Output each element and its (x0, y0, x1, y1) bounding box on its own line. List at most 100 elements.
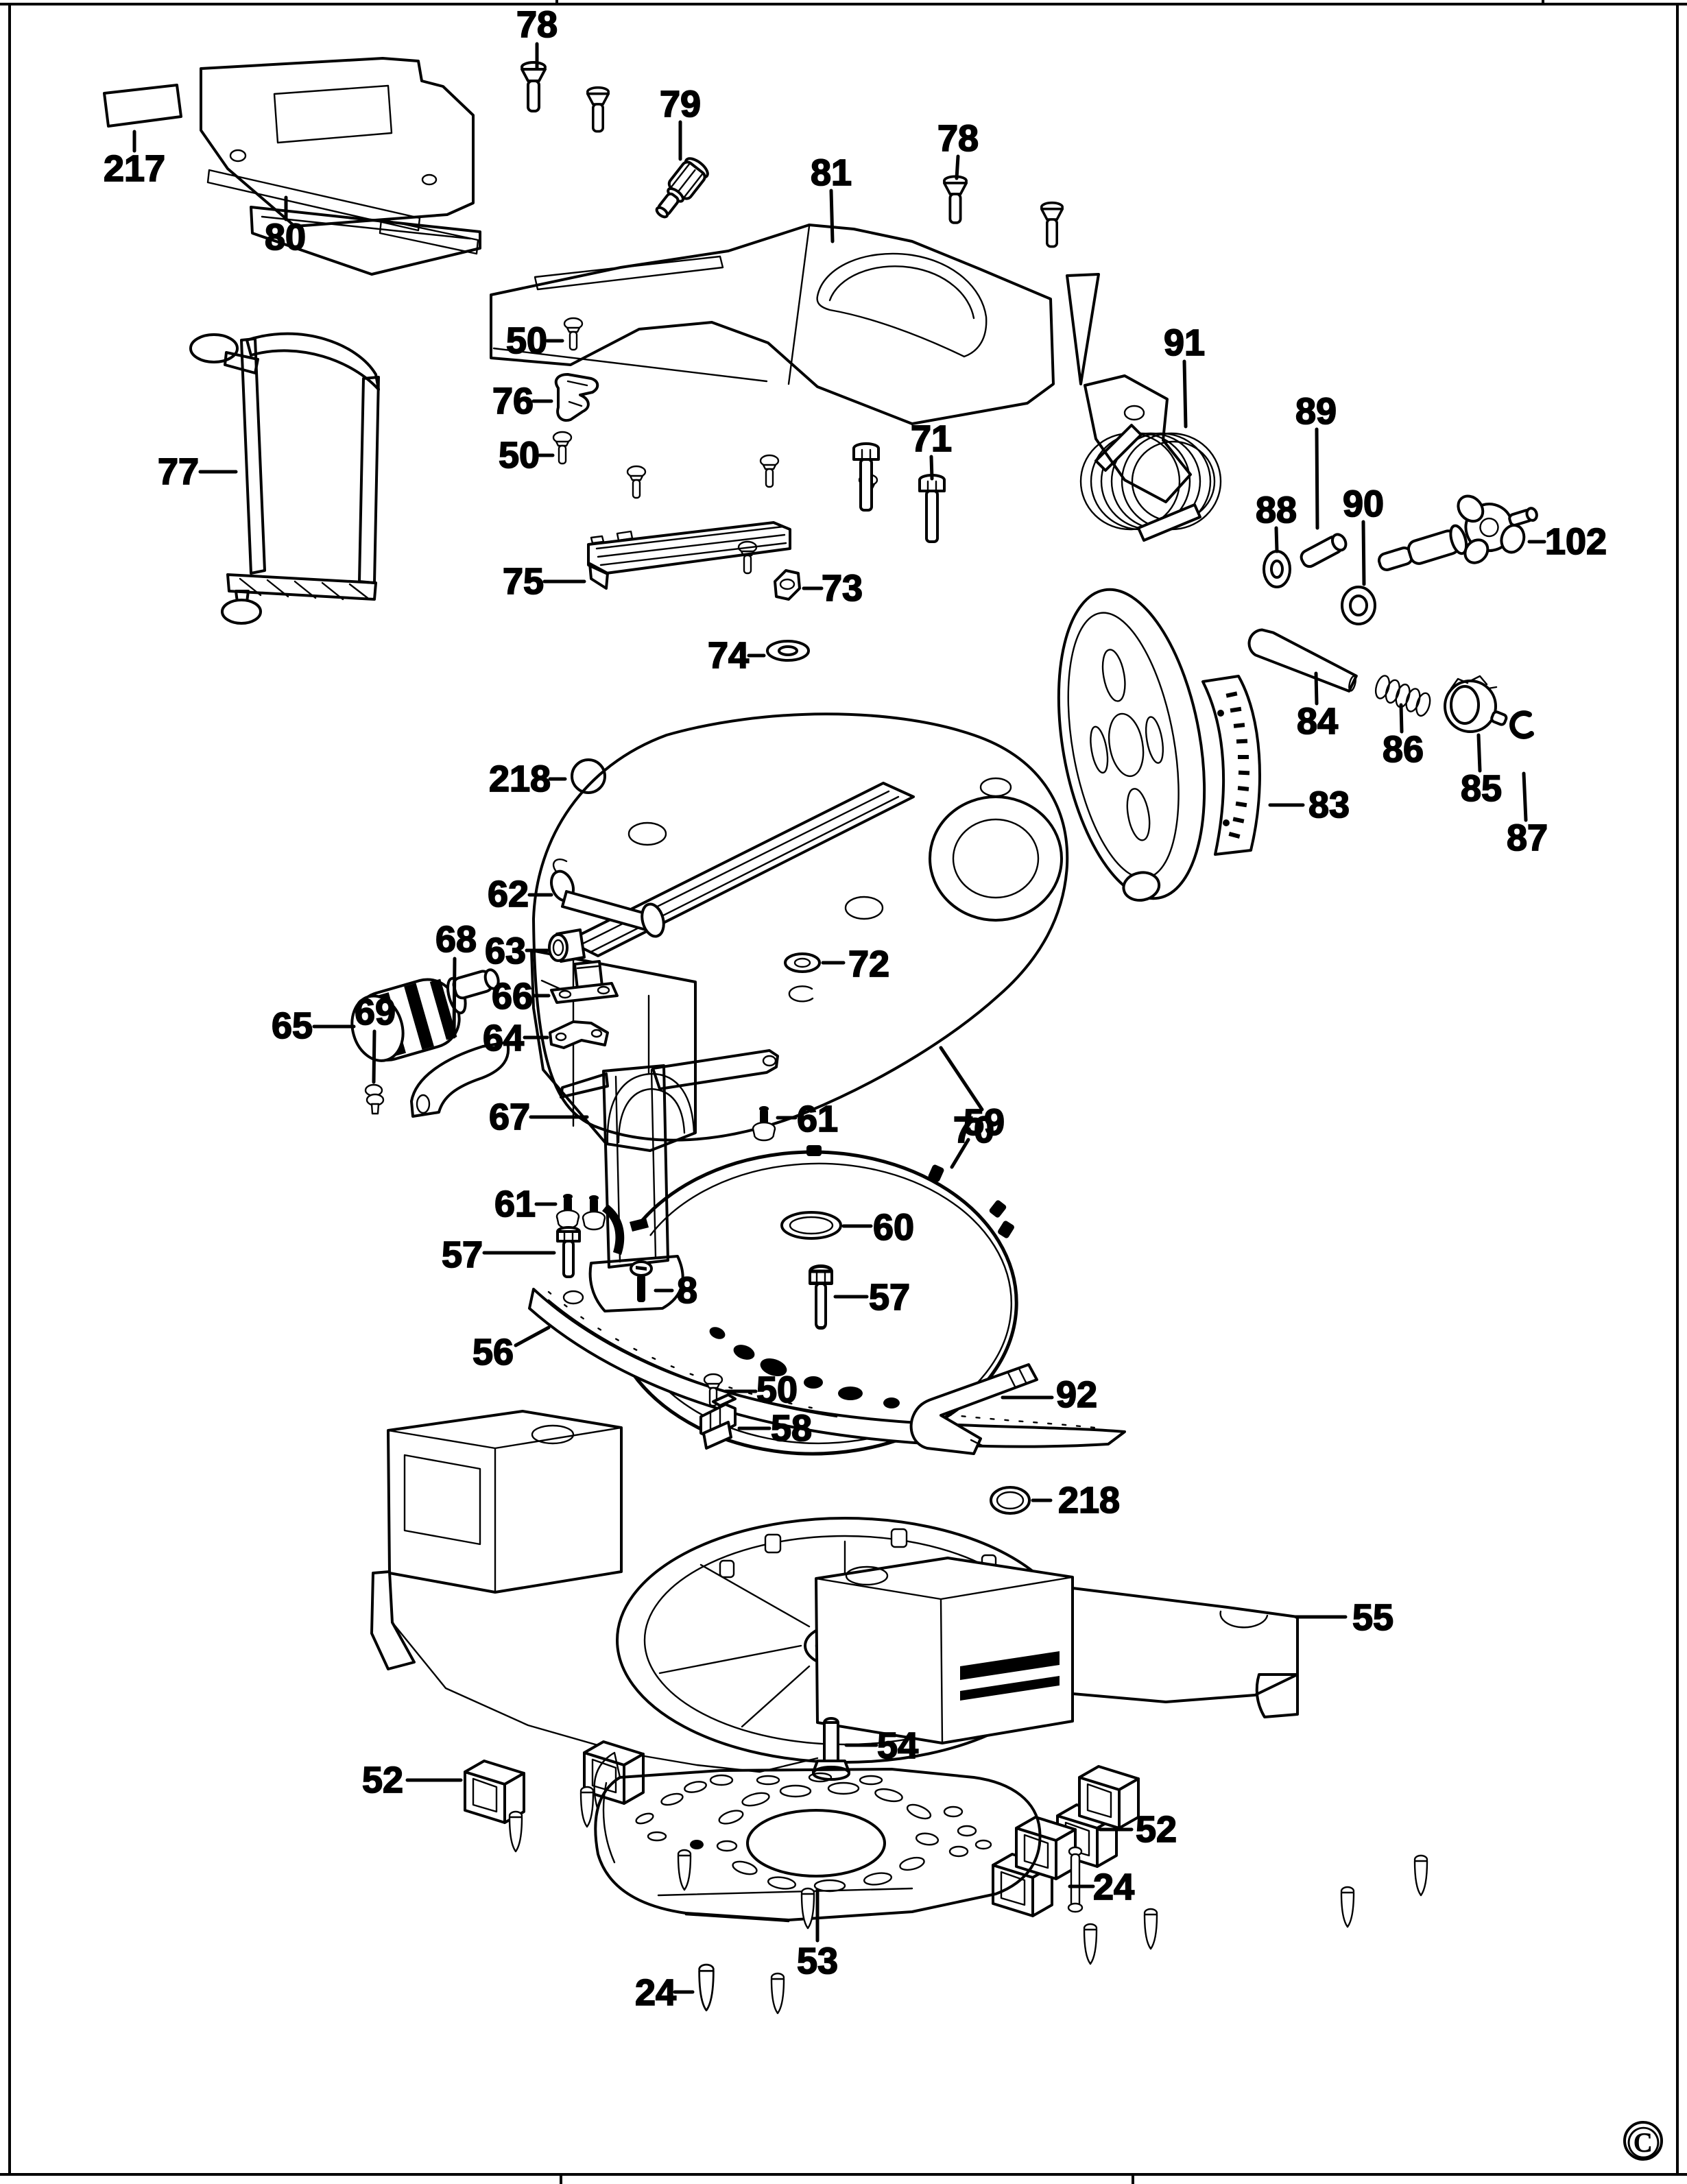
copyright-circle (1623, 2121, 1663, 2161)
part-label-64: 64 (483, 1018, 524, 1059)
part-83-dial-and-scale (1057, 588, 1261, 902)
part-label-66: 66 (492, 976, 533, 1017)
part-label-60: 60 (873, 1207, 914, 1248)
part-label-62: 62 (488, 874, 529, 915)
part-70-turntable (530, 712, 1069, 1152)
part-65-knob (350, 968, 500, 1062)
part-label-54: 54 (877, 1725, 918, 1766)
part-92-hex-key (909, 1363, 1038, 1455)
part-label-86: 86 (1383, 729, 1424, 770)
part-90-washer (1341, 586, 1376, 625)
part-label-218-b: 218 (1058, 1480, 1120, 1521)
part-88-washer (1263, 550, 1291, 588)
part-91-spring (1079, 424, 1222, 542)
leader-line-90 (1361, 520, 1366, 586)
part-217-sticker (103, 84, 182, 128)
part-85-knob-screw (1444, 675, 1508, 733)
part-label-85: 85 (1461, 768, 1502, 809)
part-78-screws-left (521, 61, 610, 133)
copyright-mark: © (1626, 2116, 1661, 2168)
part-label-102: 102 (1545, 521, 1607, 562)
leader-line-85 (1476, 733, 1482, 773)
part-218-oring-a (571, 758, 606, 794)
part-64-link-plate (549, 1020, 609, 1049)
part-label-74: 74 (708, 635, 749, 676)
part-label-71: 71 (911, 418, 952, 459)
part-69-screw (364, 1083, 385, 1115)
part-label-56: 56 (472, 1332, 514, 1373)
part-label-73: 73 (822, 568, 863, 609)
part-label-84: 84 (1297, 701, 1338, 742)
part-79-adjuster (655, 157, 709, 219)
part-102-knob-shaft (1377, 494, 1538, 571)
part-label-61-b: 61 (494, 1184, 536, 1225)
part-66-bracket (550, 960, 619, 1004)
part-73-nut (774, 569, 801, 601)
part-label-50-a: 50 (506, 320, 547, 361)
part-81-fence (250, 206, 1055, 425)
part-87-retaining-clip (1509, 710, 1534, 739)
part-67-lock-lever (560, 1049, 779, 1312)
part-label-78-b: 78 (937, 118, 979, 159)
leader-line-87 (1522, 771, 1528, 822)
part-56-scale-plate (528, 1288, 1126, 1448)
part-label-218-a: 218 (489, 758, 551, 800)
part-label-55: 55 (1352, 1597, 1393, 1638)
part-label-52-a: 52 (362, 1760, 403, 1801)
part-label-217: 217 (104, 148, 165, 189)
part-label-70: 70 (953, 1109, 994, 1151)
part-label-89: 89 (1295, 391, 1337, 432)
part-60-oval-ring (780, 1211, 842, 1240)
part-label-87: 87 (1507, 817, 1548, 859)
part-label-83: 83 (1308, 784, 1350, 826)
part-label-75: 75 (503, 561, 544, 602)
part-77-clamp (189, 332, 380, 625)
part-label-52-b: 52 (1136, 1809, 1177, 1850)
leader-line-91 (1182, 359, 1188, 429)
part-label-50-b: 50 (499, 435, 540, 476)
part-84-pin (1247, 628, 1358, 693)
part-83-lock-lever-bracket (1066, 273, 1192, 503)
leader-line-71 (929, 455, 934, 481)
part-label-76: 76 (492, 381, 534, 422)
part-8-screw (630, 1260, 653, 1302)
part-89-pin (1300, 533, 1348, 568)
part-label-72: 72 (848, 944, 889, 985)
part-62-link-rod (550, 858, 665, 938)
part-24-clip-and-screw-right (992, 1816, 1084, 1917)
part-label-24-a: 24 (1093, 1867, 1134, 1908)
part-label-53: 53 (797, 1941, 838, 1982)
leader-line-78-b (955, 154, 960, 180)
part-72-washers (784, 952, 821, 1003)
part-label-8: 8 (677, 1270, 697, 1311)
part-label-77: 77 (158, 451, 199, 492)
leader-line-59 (950, 1138, 970, 1169)
part-label-24-b: 24 (635, 1972, 676, 2013)
part-label-58: 58 (771, 1408, 812, 1449)
part-label-61-a: 61 (797, 1099, 838, 1140)
part-68-pointer (410, 1041, 510, 1118)
leader-line-88 (1274, 526, 1279, 553)
part-58-clip (699, 1393, 737, 1450)
part-label-68: 68 (435, 919, 477, 960)
part-55-base (370, 1410, 1299, 1773)
part-label-90: 90 (1343, 483, 1384, 525)
part-label-65: 65 (272, 1005, 313, 1046)
leader-line-84 (1314, 671, 1319, 706)
part-label-50-c: 50 (756, 1369, 798, 1411)
part-label-69: 69 (355, 992, 396, 1033)
part-label-59: 59 (964, 1102, 1005, 1143)
part-label-91: 91 (1164, 322, 1205, 363)
part-label-57-a: 57 (442, 1234, 483, 1275)
part-218-oring-b (990, 1486, 1031, 1515)
part-75-rail (587, 521, 791, 590)
part-label-78-a: 78 (516, 4, 558, 45)
part-label-88: 88 (1256, 490, 1297, 531)
part-74-washer (766, 640, 810, 662)
part-label-81: 81 (811, 152, 852, 193)
leader-line-81 (829, 189, 835, 243)
